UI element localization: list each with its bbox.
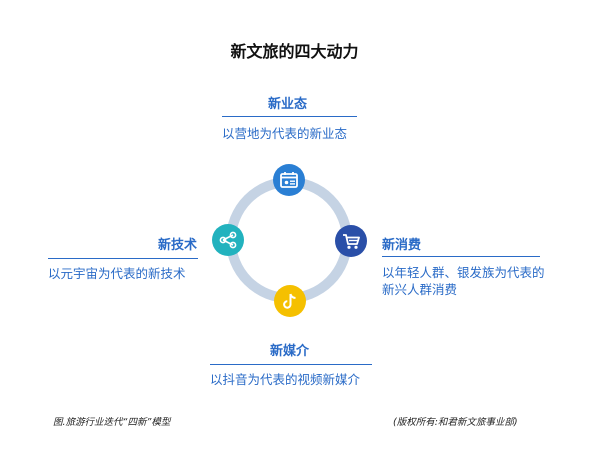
copyright-note: (版权所有:和君新文旅事业部)	[393, 417, 518, 428]
top-block-rule	[222, 116, 357, 117]
bottom-block-rule	[210, 364, 372, 365]
calendar-icon	[273, 164, 305, 196]
right-block-desc: 以年轻人群、银发族为代表的新兴人群消费	[382, 265, 545, 297]
left-block-title: 新技术	[158, 238, 198, 253]
left-block-desc: 以元宇宙为代表的新技术	[48, 266, 186, 281]
ring-circle	[226, 177, 352, 303]
page-title: 新文旅的四大动力	[230, 42, 359, 61]
right-block-rule	[382, 256, 540, 257]
top-block-desc: 以营地为代表的新业态	[222, 126, 348, 141]
top-block-title: 新业态	[268, 97, 308, 112]
left-block-rule	[48, 258, 198, 259]
bottom-block-title: 新媒介	[270, 344, 310, 359]
right-block-title: 新消费	[382, 238, 422, 253]
share-icon	[212, 224, 244, 256]
tiktok-icon	[274, 285, 306, 317]
bottom-block-desc: 以抖音为代表的视频新媒介	[210, 372, 361, 387]
figure-caption: 图.旅游行业迭代“四新”模型	[53, 417, 171, 428]
shopping-cart-icon	[335, 225, 367, 257]
